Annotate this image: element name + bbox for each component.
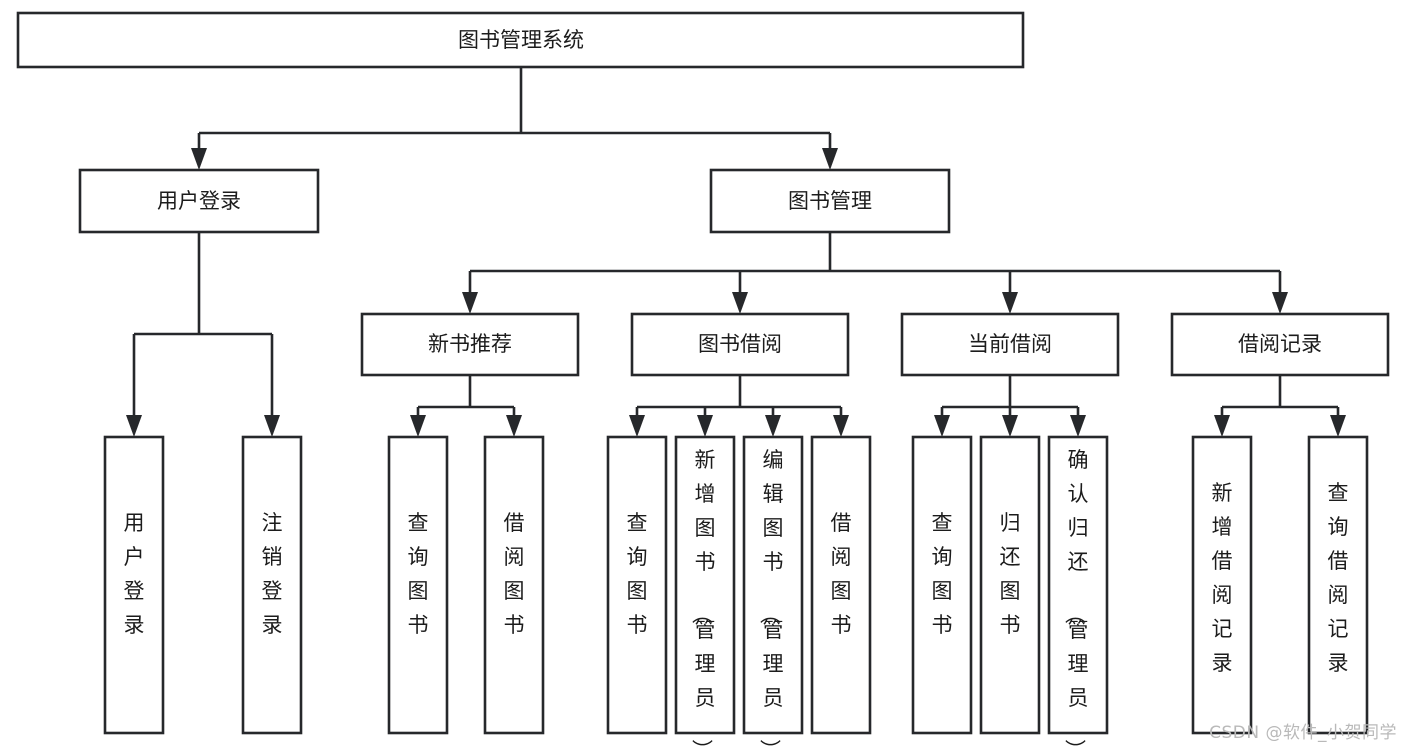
- node-book-borrow[interactable]: 图书借阅: [630, 312, 850, 377]
- node-leaf-borrow-book-1-box[interactable]: [483, 435, 545, 735]
- arrowhead-new-book-recommend: [462, 292, 478, 314]
- node-book-borrow-box[interactable]: [630, 312, 850, 377]
- node-leaf-add-record-label: 新增借阅记录: [1212, 481, 1233, 675]
- arrowhead-leaf-borrow-book-2: [833, 415, 849, 437]
- node-leaf-query-book-1-label: 查询图书: [408, 511, 429, 637]
- arrowhead-book-manage: [822, 148, 838, 170]
- node-current-borrow-box[interactable]: [900, 312, 1120, 377]
- node-leaf-confirm-return-label: 确认归还（管理员）: [1063, 448, 1089, 747]
- arrowhead-leaf-logout-login: [264, 415, 280, 437]
- node-leaf-query-book-1-box[interactable]: [387, 435, 449, 735]
- arrowhead-book-borrow: [732, 292, 748, 314]
- node-new-book-recommend[interactable]: 新书推荐: [360, 312, 580, 377]
- node-leaf-borrow-book-1[interactable]: 借阅图书: [483, 435, 545, 735]
- arrowhead-leaf-add-record: [1214, 415, 1230, 437]
- node-leaf-confirm-return[interactable]: 确认归还（管理员）: [1047, 435, 1109, 747]
- node-leaf-return-book[interactable]: 归还图书: [979, 435, 1041, 735]
- arrowhead-leaf-edit-book: [765, 415, 781, 437]
- node-book-manage-label: 图书管理: [788, 189, 872, 213]
- node-leaf-edit-book-box[interactable]: [742, 435, 804, 735]
- node-root[interactable]: 图书管理系统: [16, 11, 1025, 69]
- arrowhead-borrow-record: [1272, 292, 1288, 314]
- node-new-book-recommend-label: 新书推荐: [428, 332, 512, 356]
- node-leaf-return-book-box[interactable]: [979, 435, 1041, 735]
- arrowhead-leaf-add-book: [697, 415, 713, 437]
- node-leaf-query-book-1[interactable]: 查询图书: [387, 435, 449, 735]
- node-leaf-query-record[interactable]: 查询借阅记录: [1307, 435, 1369, 735]
- arrowhead-leaf-user-login: [126, 415, 142, 437]
- node-book-manage[interactable]: 图书管理: [709, 168, 951, 234]
- node-borrow-record-label: 借阅记录: [1238, 332, 1322, 356]
- node-leaf-user-login[interactable]: 用户登录: [103, 435, 165, 735]
- node-leaf-query-book-2-box[interactable]: [606, 435, 668, 735]
- arrowhead-leaf-confirm-return: [1070, 415, 1086, 437]
- node-leaf-edit-book-label: 编辑图书（管理员）: [758, 448, 784, 747]
- node-leaf-return-book-label: 归还图书: [1000, 511, 1021, 637]
- node-leaf-add-record[interactable]: 新增借阅记录: [1191, 435, 1253, 735]
- arrowhead-leaf-return-book: [1002, 415, 1018, 437]
- csdn-watermark: CSDN @软件_小贺同学: [1209, 723, 1397, 743]
- node-root-label: 图书管理系统: [458, 28, 584, 52]
- node-leaf-add-book-label: 新增图书（管理员）: [690, 448, 716, 747]
- arrowhead-leaf-query-book-3: [934, 415, 950, 437]
- node-current-borrow-label: 当前借阅: [968, 332, 1052, 356]
- arrowhead-current-borrow: [1002, 292, 1018, 314]
- node-leaf-borrow-book-1-label: 借阅图书: [504, 511, 525, 637]
- node-borrow-record-box[interactable]: [1170, 312, 1390, 377]
- arrowhead-leaf-borrow-book-1: [506, 415, 522, 437]
- node-root-box[interactable]: [16, 11, 1025, 69]
- node-leaf-query-book-3-box[interactable]: [911, 435, 973, 735]
- node-user-login-box[interactable]: [78, 168, 320, 234]
- node-leaf-query-book-3[interactable]: 查询图书: [911, 435, 973, 735]
- node-borrow-record[interactable]: 借阅记录: [1170, 312, 1390, 377]
- node-leaf-logout-login-box[interactable]: [241, 435, 303, 735]
- node-leaf-query-record-label: 查询借阅记录: [1328, 481, 1349, 675]
- node-leaf-add-record-box[interactable]: [1191, 435, 1253, 735]
- node-leaf-logout-login-label: 注销登录: [262, 511, 283, 637]
- node-leaf-edit-book[interactable]: 编辑图书（管理员）: [742, 435, 804, 747]
- leaf-nodes-layer: 用户登录 注销登录 查询图书 借阅图书 查询图书 新增图书（管理员）: [103, 435, 1369, 747]
- node-leaf-confirm-return-box[interactable]: [1047, 435, 1109, 735]
- node-leaf-query-book-2[interactable]: 查询图书: [606, 435, 668, 735]
- node-user-login-label: 用户登录: [157, 189, 241, 213]
- node-leaf-borrow-book-2[interactable]: 借阅图书: [810, 435, 872, 735]
- node-book-borrow-label: 图书借阅: [698, 332, 782, 356]
- node-leaf-add-book[interactable]: 新增图书（管理员）: [674, 435, 736, 747]
- node-leaf-logout-login[interactable]: 注销登录: [241, 435, 303, 735]
- node-current-borrow[interactable]: 当前借阅: [900, 312, 1120, 377]
- node-book-manage-box[interactable]: [709, 168, 951, 234]
- node-leaf-query-book-2-label: 查询图书: [627, 511, 648, 637]
- node-leaf-borrow-book-2-box[interactable]: [810, 435, 872, 735]
- connector-layer: [126, 67, 1346, 437]
- arrowhead-user-login: [191, 148, 207, 170]
- node-leaf-user-login-box[interactable]: [103, 435, 165, 735]
- node-leaf-query-record-box[interactable]: [1307, 435, 1369, 735]
- node-new-book-recommend-box[interactable]: [360, 312, 580, 377]
- node-leaf-add-book-box[interactable]: [674, 435, 736, 735]
- arrowhead-leaf-query-book-2: [629, 415, 645, 437]
- node-leaf-query-book-3-label: 查询图书: [932, 511, 953, 637]
- node-user-login[interactable]: 用户登录: [78, 168, 320, 234]
- node-leaf-user-login-label: 用户登录: [124, 511, 145, 637]
- arrowhead-leaf-query-book-1: [410, 415, 426, 437]
- arrowhead-leaf-query-record: [1330, 415, 1346, 437]
- node-leaf-borrow-book-2-label: 借阅图书: [831, 511, 852, 637]
